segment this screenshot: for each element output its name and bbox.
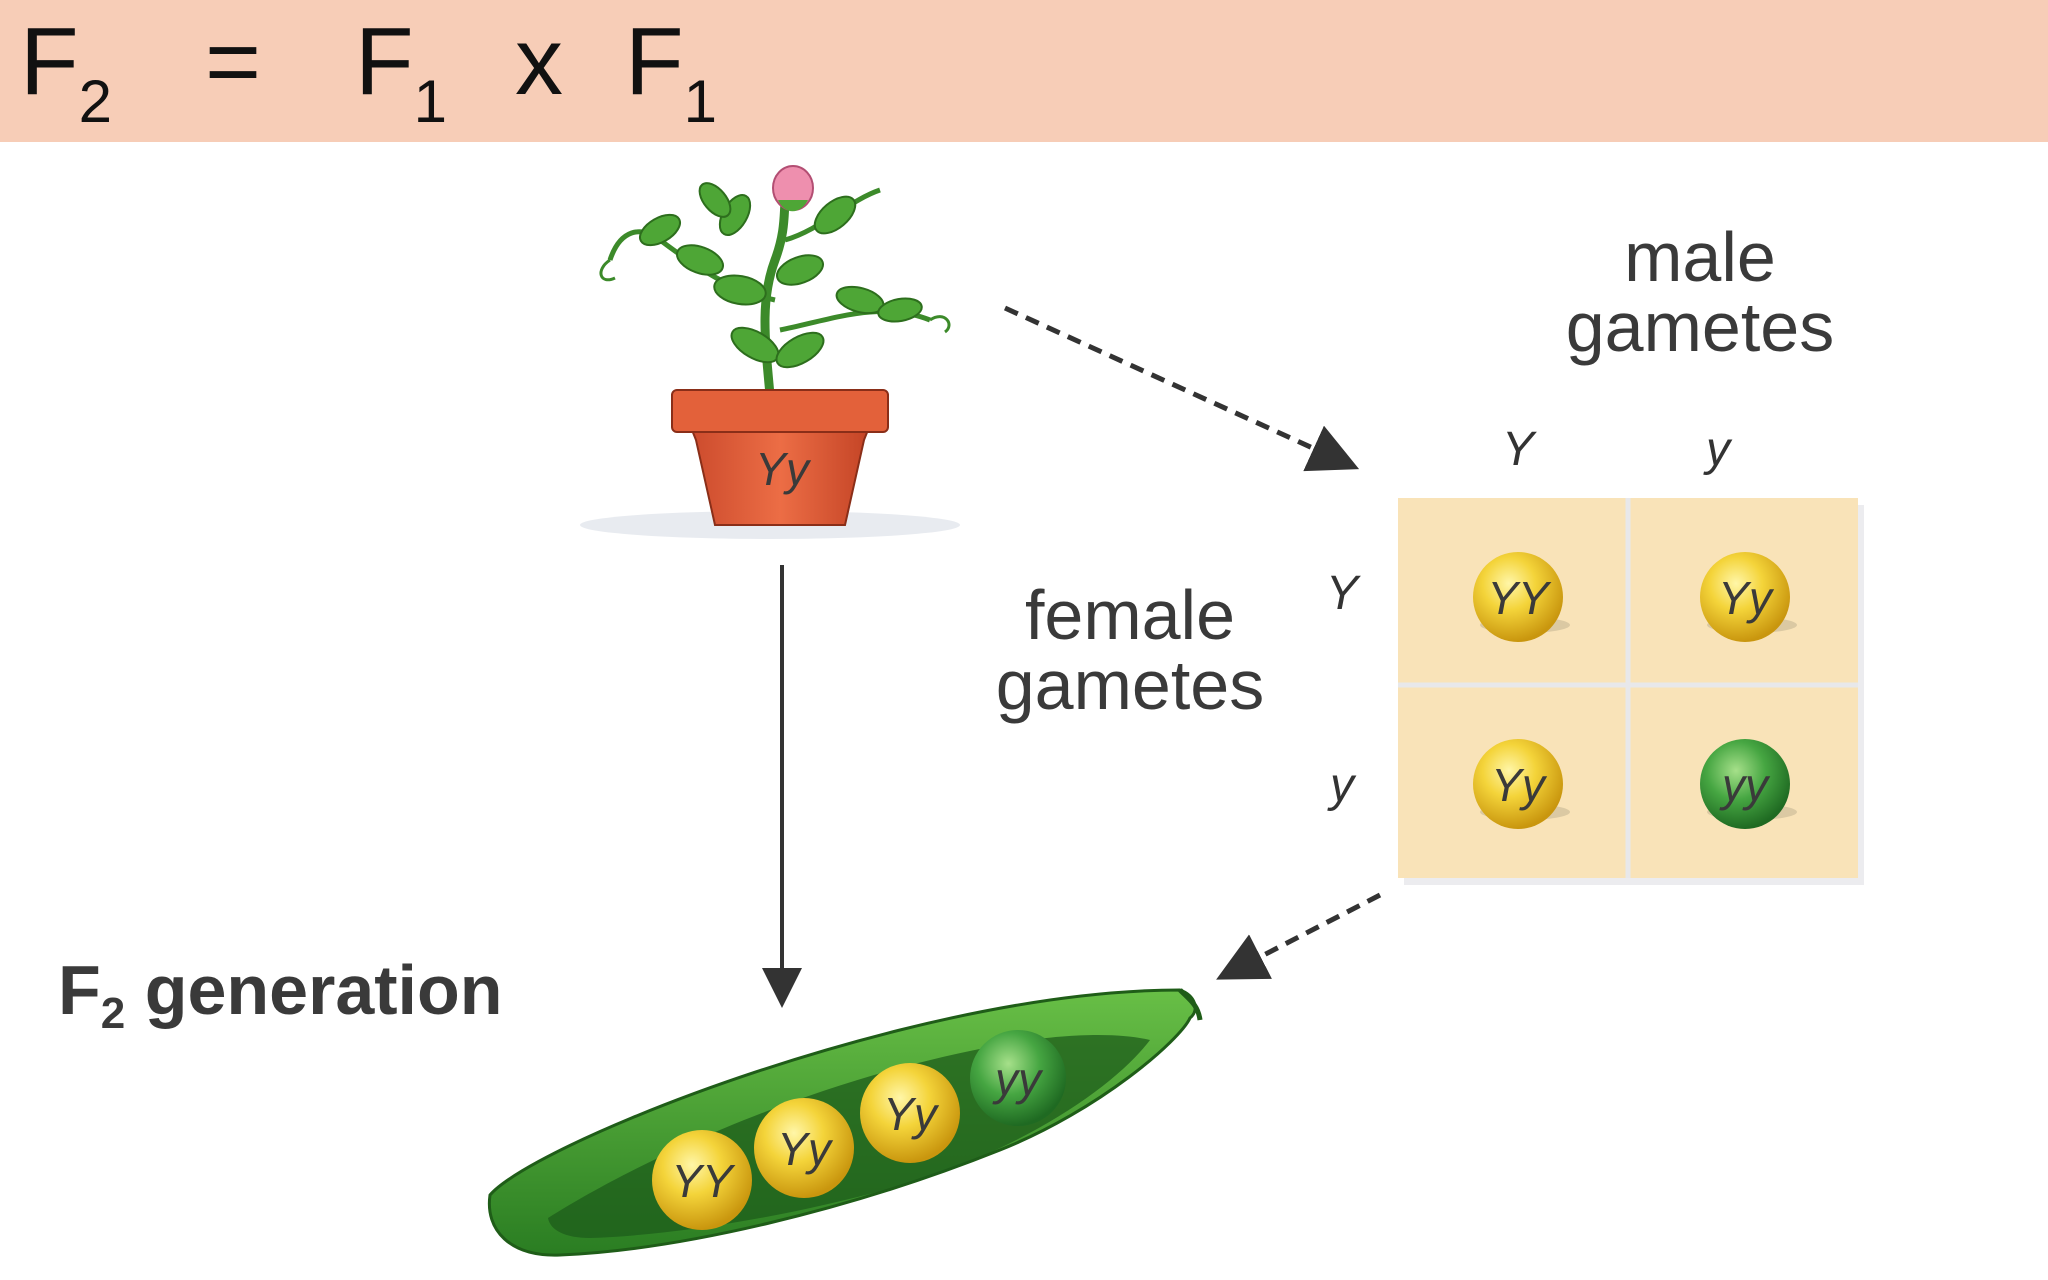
header-bar: F2 = F1 x F1 <box>0 0 2048 142</box>
pod-pea-1-label: YY <box>671 1155 736 1207</box>
f1-term-left: F1 <box>355 8 448 135</box>
dashed-arrow-to-pod <box>1216 892 1382 980</box>
pea-plant-icon <box>580 165 960 539</box>
male-allele-dominant: Y <box>1502 423 1535 476</box>
times-sign: x <box>515 8 563 115</box>
pot-genotype-label: Yy <box>755 443 812 495</box>
pod-pea-4-label: yy <box>992 1053 1044 1105</box>
punnett-cell-4-label: yy <box>1719 759 1771 811</box>
punnett-cell-3-label: Yy <box>1491 759 1548 811</box>
punnett-pea-hetero-1: Yy <box>1700 552 1797 642</box>
pod-pea-2-label: Yy <box>777 1123 834 1175</box>
dashed-arrow-to-punnett <box>1003 305 1360 472</box>
pod-pea-hetero-1: Yy <box>754 1098 854 1198</box>
f2-generation-label: F2 generation <box>58 951 503 1038</box>
punnett-square <box>1398 498 1864 885</box>
punnett-cell-2-label: Yy <box>1718 572 1775 624</box>
female-allele-recessive: y <box>1330 759 1354 812</box>
punnett-pea-hetero-2: Yy <box>1473 739 1570 829</box>
punnett-pea-recessive: yy <box>1700 739 1797 829</box>
pod-pea-recessive: yy <box>970 1030 1066 1126</box>
pod-pea-hetero-2: Yy <box>860 1063 960 1163</box>
f1-term-right: F1 <box>625 8 718 135</box>
punnett-cell-1-label: YY <box>1487 572 1552 624</box>
male-allele-recessive: y <box>1706 423 1730 476</box>
f2-term: F2 <box>20 8 113 135</box>
female-gametes-label: female gametes <box>995 576 1265 724</box>
pod-pea-3-label: Yy <box>883 1088 940 1140</box>
punnett-pea-yy-dominant: YY <box>1473 552 1570 642</box>
pod-pea-yy-dominant: YY <box>652 1130 752 1230</box>
male-gametes-label: male gametes <box>1565 218 1835 366</box>
female-allele-dominant: Y <box>1326 567 1359 620</box>
equals-sign: = <box>205 8 262 115</box>
